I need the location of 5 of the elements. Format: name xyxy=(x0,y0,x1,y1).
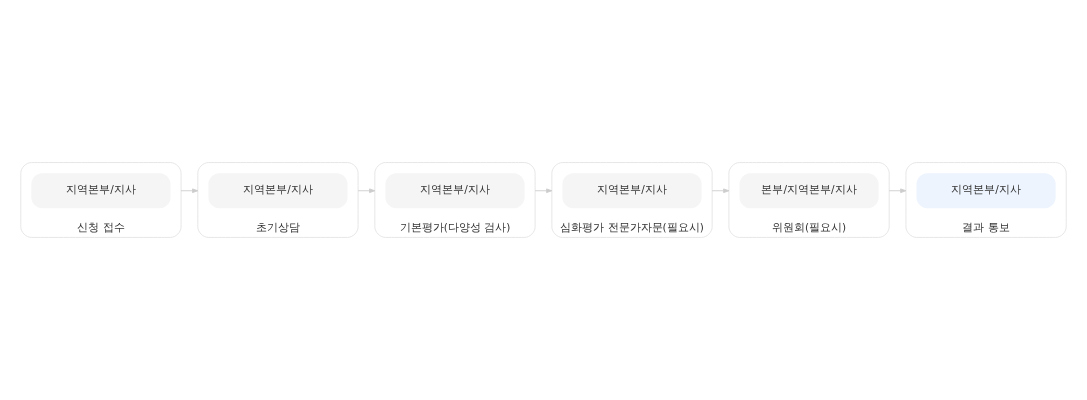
arrow xyxy=(180,188,199,194)
arrow xyxy=(534,188,553,194)
arrow xyxy=(357,188,376,194)
arrow xyxy=(888,188,907,194)
arrow xyxy=(711,188,730,194)
